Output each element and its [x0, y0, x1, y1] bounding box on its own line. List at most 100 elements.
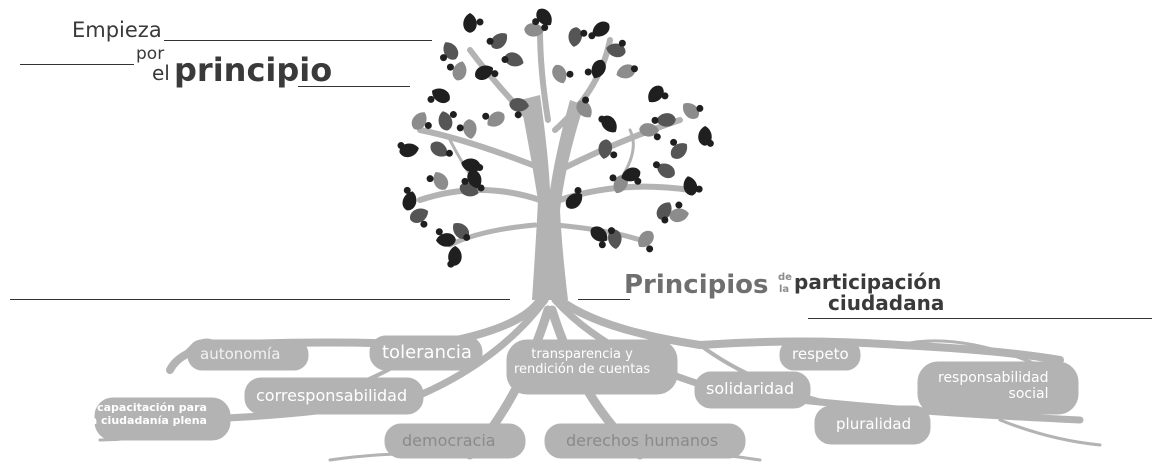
leaf-shape [598, 139, 613, 159]
leaf-seed [447, 260, 455, 268]
heading-word-por: por [136, 44, 165, 64]
leaf-shape [463, 13, 477, 33]
leaf-shape [436, 233, 456, 247]
leaf-seed [403, 186, 411, 194]
leaf-seed [584, 68, 592, 76]
leaf-seed [449, 111, 457, 119]
divider-rule [808, 318, 1152, 319]
leaf-seed [456, 124, 464, 132]
heading-word-participacion: participación [794, 270, 942, 294]
root-label-autonomia: autonomía [200, 345, 281, 363]
leaf-seed [706, 139, 714, 147]
leaf-seed [661, 216, 669, 224]
root-label-solidaridad: solidaridad [706, 379, 795, 398]
leaf-seed [609, 174, 617, 182]
leaf-shape [399, 143, 419, 158]
leaf-shape [467, 169, 482, 189]
root-label-corresponsabilidad: corresponsabilidad [256, 386, 408, 405]
leaf-shape [402, 191, 417, 211]
root-label-derechos-humanos: derechos humanos [566, 431, 719, 450]
leaf-seed [598, 241, 606, 249]
leaf-seed [695, 185, 703, 193]
heading-rule [298, 86, 410, 87]
leaf-shape [576, 100, 592, 118]
leaf-shape [590, 226, 608, 242]
leaf-shape [638, 230, 654, 248]
leaf-seed [463, 233, 471, 241]
leaf-seed [651, 116, 659, 124]
leaf-seed [427, 95, 435, 103]
leaf-seed [486, 37, 494, 45]
heading-rule [164, 40, 432, 41]
leaf-shape [461, 158, 481, 173]
root-label-pluralidad: pluralidad [836, 415, 912, 433]
leaf-seed [566, 70, 574, 78]
leaf-seed [477, 184, 485, 192]
leaf-seed [675, 201, 683, 209]
heading-word-principios: Principios [624, 270, 769, 300]
leaf-shape [524, 23, 544, 37]
leaf-shape [565, 193, 583, 209]
heading-word-la: la [779, 284, 790, 295]
leaf-seed [653, 133, 661, 141]
leaf-shape [669, 208, 689, 223]
leaf-shape [608, 229, 622, 249]
leaf-seed [598, 115, 606, 123]
leaf-seed [574, 186, 582, 194]
roots [94, 296, 1102, 462]
leaf-shape [430, 141, 448, 157]
leaf-shape [682, 103, 699, 119]
root-label-capacitacion: capacitación para la ciudadanía plena [86, 401, 207, 427]
heading-word-ciudadana: ciudadana [828, 291, 945, 315]
leaf-seed [661, 92, 669, 100]
leaf-seed [397, 142, 405, 150]
root-label-tolerancia: tolerancia [382, 342, 472, 363]
leaf-seed [482, 112, 490, 120]
leaf-seed [476, 164, 484, 172]
leaf-seed [634, 177, 642, 185]
leaf-shape [504, 52, 524, 67]
leaf-shape [606, 43, 626, 58]
leaf-seed [532, 18, 540, 26]
leaf-shape [683, 176, 698, 196]
leaf-shape [656, 202, 672, 220]
divider-rule [10, 299, 510, 300]
leaf-seed [541, 24, 549, 32]
leaf-shape [639, 123, 659, 137]
leaf-seed [652, 161, 660, 169]
leaf-shape [592, 21, 610, 37]
leaf-seed [630, 65, 638, 73]
leaf-shape [433, 172, 449, 190]
leaf-seed [696, 104, 704, 112]
leaf-seed [646, 245, 654, 253]
heading-word-empieza: Empieza [72, 18, 162, 42]
leaf-shape [411, 112, 427, 130]
leaf-shape [490, 33, 508, 49]
leaf-seed [582, 96, 590, 104]
leaf-shape [536, 8, 552, 26]
leaf-seed [476, 18, 484, 26]
heading-word-de: de [778, 272, 792, 283]
leaf-seed [445, 149, 453, 157]
leaf-shape [552, 64, 567, 84]
leaf-shape [621, 167, 641, 182]
leaf-shape [410, 208, 429, 223]
leaf-shape [509, 98, 529, 112]
leaf-seed [440, 54, 448, 62]
leaf-seed [607, 227, 615, 235]
leaf-seed [461, 177, 469, 185]
leaf-seed [491, 70, 499, 78]
root-label-respeto: respeto [792, 345, 849, 363]
heading-word-el: el [152, 61, 170, 85]
leaf-shape [443, 42, 459, 60]
leaves [397, 8, 714, 268]
heading-word-principio: principio [174, 51, 333, 89]
leaf-seed [424, 122, 432, 130]
divider-rule [578, 299, 630, 300]
leaf-shape [438, 111, 453, 131]
leaf-seed [618, 39, 626, 47]
leaf-seed [588, 32, 596, 40]
leaf-shape [657, 163, 675, 179]
leaf-seed [420, 220, 428, 228]
leaf-shape [591, 60, 606, 79]
